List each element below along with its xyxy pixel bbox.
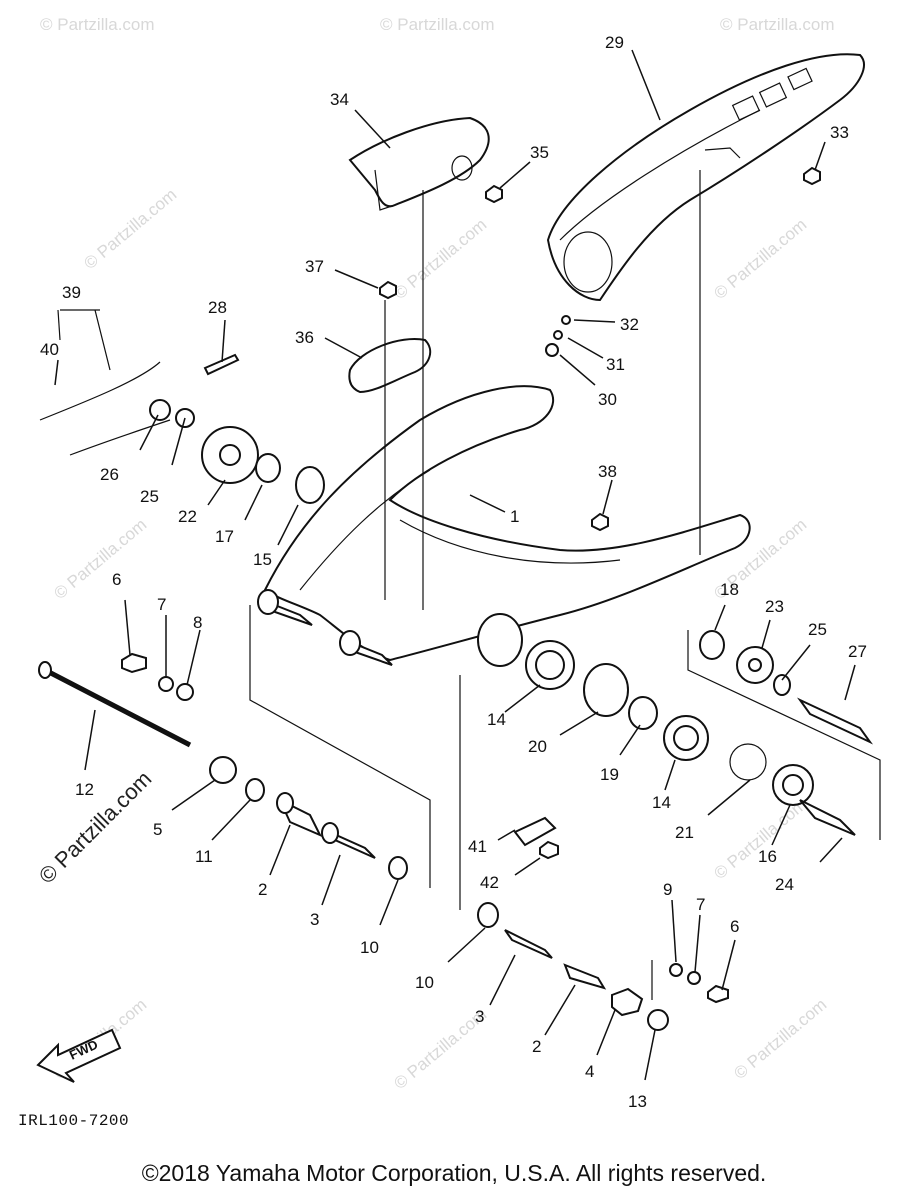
part-label: 39 [62, 283, 81, 302]
part-label: 21 [675, 823, 694, 842]
upper-chain-guard [348, 116, 490, 211]
part-label: 24 [775, 875, 794, 894]
watermark: © Partzilla.com [80, 185, 180, 273]
part-label: 10 [360, 938, 379, 957]
watermark: © Partzilla.com [390, 215, 490, 303]
part-label: 25 [808, 620, 827, 639]
part-label: 33 [830, 123, 849, 142]
part-label: 42 [480, 873, 499, 892]
right-bearings [525, 630, 874, 836]
watermark: © Partzilla.com [720, 15, 835, 34]
part-label: 23 [765, 597, 784, 616]
part-label: 8 [193, 613, 202, 632]
part-label: 7 [157, 595, 166, 614]
part-label: 22 [178, 507, 197, 526]
part-label: 25 [140, 487, 159, 506]
pivot-sleeves [257, 589, 393, 666]
part-label: 2 [532, 1037, 541, 1056]
lower-right-fasteners [477, 816, 729, 1031]
part-callouts: 1 2 2 3 3 4 5 6 6 7 7 8 9 10 10 11 12 [40, 33, 867, 1111]
part-label: 34 [330, 90, 349, 109]
drawing-code: IRL100-7200 [18, 1112, 129, 1130]
part-label: 9 [663, 880, 672, 899]
pivot-shaft [38, 661, 192, 748]
part-label: 31 [606, 355, 625, 374]
part-label: 13 [628, 1092, 647, 1111]
part-label: 3 [475, 1007, 484, 1026]
chain-support [348, 338, 432, 394]
part-label: 6 [730, 917, 739, 936]
fwd-arrow-icon: FWD [36, 1028, 122, 1083]
part-label: 18 [720, 580, 739, 599]
copyright-notice: ©2018 Yamaha Motor Corporation, U.S.A. A… [141, 1160, 767, 1186]
part-label: 37 [305, 257, 324, 276]
watermark: © Partzilla.com [710, 795, 810, 883]
part-label: 5 [153, 820, 162, 839]
watermark: © Partzilla.com [380, 15, 495, 34]
part-label: 15 [253, 550, 272, 569]
part-label: 14 [487, 710, 506, 729]
part-label: 29 [605, 33, 624, 52]
part-label: 7 [696, 895, 705, 914]
part-label: 17 [215, 527, 234, 546]
part-label: 28 [208, 298, 227, 317]
part-label: 20 [528, 737, 547, 756]
part-label: 3 [310, 910, 319, 929]
guide-lines [57, 170, 881, 1000]
chain-guard [546, 53, 865, 302]
part-label: 36 [295, 328, 314, 347]
part-label: 40 [40, 340, 59, 359]
part-label: 1 [510, 507, 519, 526]
part-label: 14 [652, 793, 671, 812]
part-label: 30 [598, 390, 617, 409]
part-label: 11 [195, 847, 213, 866]
watermark: © Partzilla.com [40, 15, 155, 34]
bolts [379, 166, 821, 532]
watermark: © Partzilla.com [50, 515, 150, 603]
left-fasteners [121, 652, 408, 880]
swingarm [263, 385, 751, 667]
watermark: © Partzilla.com [710, 215, 810, 303]
part-label: 12 [75, 780, 94, 799]
part-label: 4 [585, 1062, 594, 1081]
part-label: 6 [112, 570, 121, 589]
part-label: 19 [600, 765, 619, 784]
part-label: 41 [468, 837, 487, 856]
part-label: 38 [598, 462, 617, 481]
part-label: 2 [258, 880, 267, 899]
part-label: 10 [415, 973, 434, 992]
part-label: 16 [758, 847, 777, 866]
part-label: 35 [530, 143, 549, 162]
part-label: 32 [620, 315, 639, 334]
part-label: 27 [848, 642, 867, 661]
partzilla-watermark: © Partzilla.com [34, 766, 157, 889]
part-label: 26 [100, 465, 119, 484]
drive-chain [39, 353, 325, 504]
watermark: © Partzilla.com [730, 995, 830, 1083]
